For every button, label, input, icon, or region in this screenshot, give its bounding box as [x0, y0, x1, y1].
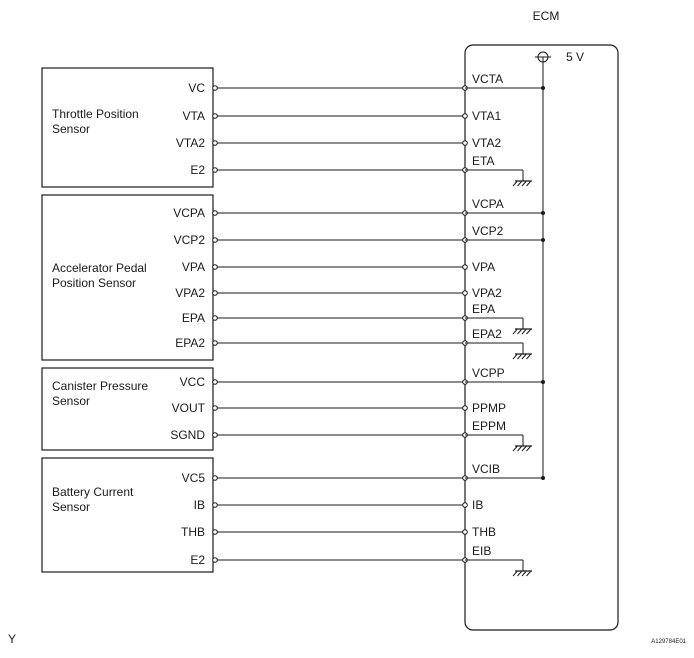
- sensor-name: Accelerator Pedal: [52, 261, 147, 275]
- ecm-pin-label: IB: [472, 498, 483, 512]
- sensor-pin-label: VTA2: [176, 136, 205, 150]
- sensor-pin-label: VPA2: [175, 286, 205, 300]
- sensor-terminal: [212, 315, 218, 321]
- figure-code: A129784E01: [651, 639, 686, 645]
- ecm-terminal: [462, 290, 468, 296]
- ecm-terminal: [462, 502, 468, 508]
- sensor-box: [41, 67, 214, 188]
- ecm-terminal: [462, 264, 468, 270]
- ecm-pin-label: EPA2: [472, 327, 502, 341]
- ecm-pin-label: ETA: [472, 154, 494, 168]
- ecm-terminal: [462, 140, 468, 146]
- ecm-pin-label: VPA: [472, 260, 495, 274]
- ecm-pin-label: THB: [472, 525, 496, 539]
- supply-voltage-label: 5 V: [566, 50, 584, 64]
- sensor-pin-label: VPA: [182, 260, 205, 274]
- sensor-terminal: [212, 379, 218, 385]
- sensor-terminal: [212, 529, 218, 535]
- ecm-box: [464, 44, 619, 631]
- sensor-terminal: [212, 432, 218, 438]
- sensor-terminal: [212, 210, 218, 216]
- ecm-pin-label: EPPM: [472, 419, 506, 433]
- sensor-terminal: [212, 264, 218, 270]
- sensor-box: [41, 457, 214, 573]
- sensor-name: Sensor: [52, 394, 90, 408]
- sensor-pin-label: E2: [190, 163, 205, 177]
- sensor-pin-label: VCPA: [173, 206, 205, 220]
- sensor-pin-label: EPA: [182, 311, 205, 325]
- sensor-terminal: [212, 140, 218, 146]
- ecm-pin-label: VTA2: [472, 136, 501, 150]
- sensor-pin-label: SGND: [170, 428, 205, 442]
- sensor-name: Throttle Position: [52, 107, 139, 121]
- sensor-pin-label: VOUT: [172, 401, 206, 415]
- ecm-terminal: [462, 529, 468, 535]
- ecm-pin-label: VTA1: [472, 109, 501, 123]
- ground-icon: [512, 328, 532, 335]
- ecm-terminal: [462, 113, 468, 119]
- supply-junction: [541, 86, 545, 90]
- sensor-name: Sensor: [52, 122, 90, 136]
- ecm-pin-label: VCPA: [472, 197, 504, 211]
- sensor-pin-label: VCC: [180, 375, 206, 389]
- sensor-pin-label: THB: [181, 525, 205, 539]
- ecm-terminal: [462, 405, 468, 411]
- supply-junction: [541, 211, 545, 215]
- ecm-title: ECM: [533, 9, 560, 23]
- sensor-terminal: [212, 475, 218, 481]
- sensor-pin-label: IB: [194, 498, 205, 512]
- supply-junction: [541, 238, 545, 242]
- ecm-pin-label: VCIB: [472, 462, 500, 476]
- sensor-terminal: [212, 340, 218, 346]
- sensor-terminal: [212, 237, 218, 243]
- ground-icon: [512, 180, 532, 187]
- sensor-terminal: [212, 290, 218, 296]
- ecm-pin-label: VCPP: [472, 366, 505, 380]
- sensor-terminal: [212, 113, 218, 119]
- ecm-pin-label: EIB: [472, 544, 491, 558]
- sensor-name: Battery Current: [52, 485, 134, 499]
- sensor-terminal: [212, 405, 218, 411]
- ground-icon: [512, 570, 532, 577]
- sensor-terminal: [212, 85, 218, 91]
- sensor-name: Position Sensor: [52, 276, 136, 290]
- sensor-box: [41, 194, 214, 361]
- sensor-pin-label: E2: [190, 553, 205, 567]
- sensor-pin-label: VC: [188, 81, 205, 95]
- ecm-pin-label: EPA: [472, 302, 495, 316]
- ecm-pin-label: VCTA: [472, 72, 503, 86]
- ecm-pin-label: PPMP: [472, 401, 506, 415]
- ecm-pin-label: VPA2: [472, 286, 502, 300]
- ecm-pin-label: VCP2: [472, 224, 504, 238]
- footer-mark: Y: [8, 632, 16, 646]
- sensor-terminal: [212, 167, 218, 173]
- sensor-pin-label: EPA2: [175, 336, 205, 350]
- supply-junction: [541, 380, 545, 384]
- supply-junction: [541, 476, 545, 480]
- sensor-terminal: [212, 502, 218, 508]
- ground-icon: [512, 353, 532, 360]
- sensor-pin-label: VTA: [183, 109, 205, 123]
- sensor-pin-label: VCP2: [174, 233, 206, 247]
- sensor-name: Sensor: [52, 500, 90, 514]
- sensor-terminal: [212, 557, 218, 563]
- ground-icon: [512, 445, 532, 452]
- sensor-pin-label: VC5: [182, 471, 206, 485]
- sensor-name: Canister Pressure: [52, 379, 148, 393]
